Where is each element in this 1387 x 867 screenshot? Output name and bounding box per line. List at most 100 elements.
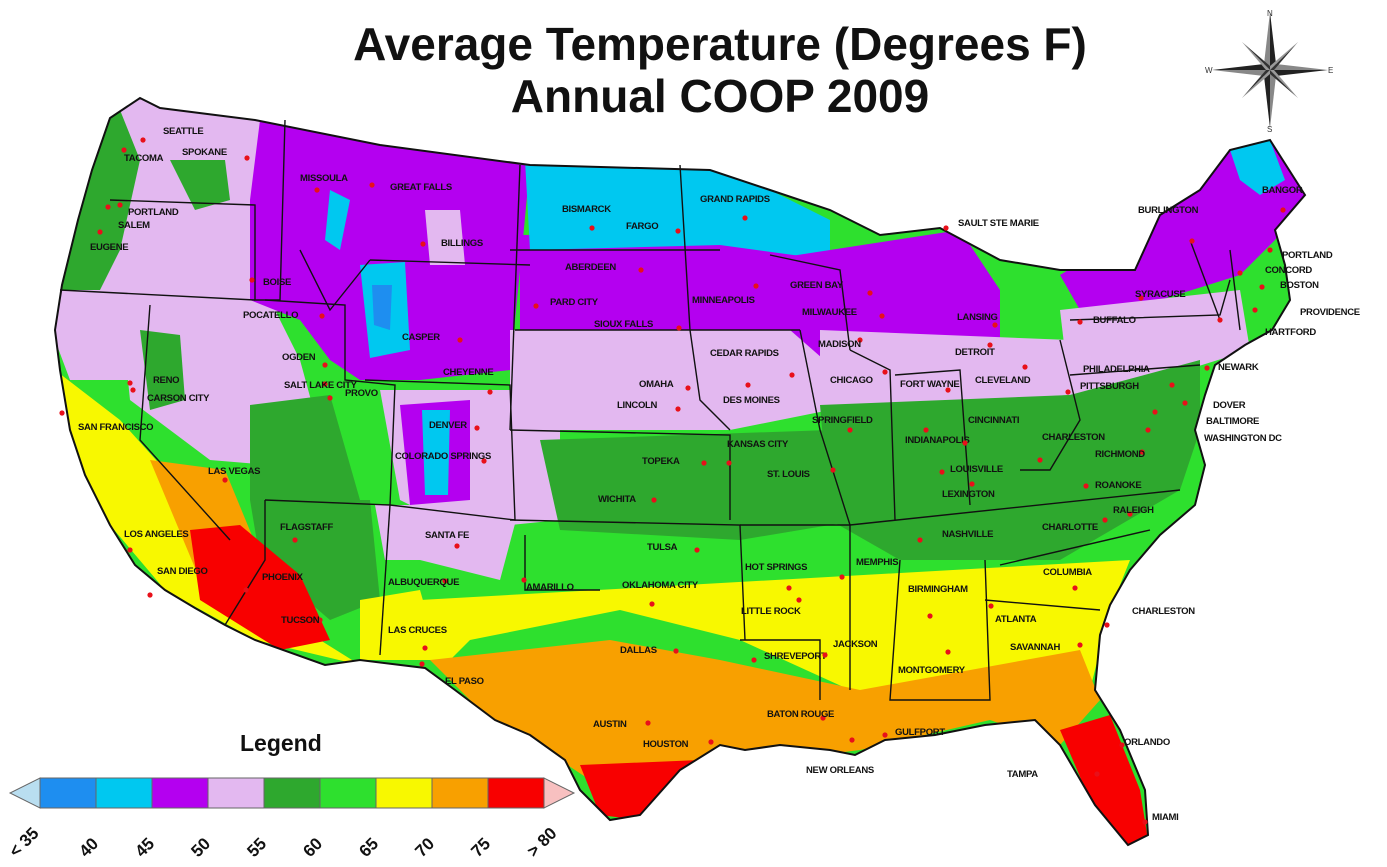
city-marker bbox=[1142, 819, 1148, 825]
city-label: FORT WAYNE bbox=[900, 379, 959, 390]
city-label: TULSA bbox=[647, 542, 678, 553]
city-label: FLAGSTAFF bbox=[280, 522, 334, 533]
city-marker bbox=[322, 362, 328, 368]
city-marker bbox=[1127, 511, 1133, 517]
city-label: ABERDEEN bbox=[565, 262, 616, 273]
city-marker bbox=[1152, 409, 1158, 415]
city-label: PHILADELPHIA bbox=[1083, 364, 1150, 375]
legend-tick-label: 65 bbox=[355, 834, 382, 861]
city-marker bbox=[708, 739, 714, 745]
legend-swatch bbox=[319, 777, 377, 809]
city-label: CHEYENNE bbox=[443, 367, 493, 378]
city-marker bbox=[457, 337, 463, 343]
city-marker bbox=[319, 313, 325, 319]
city-marker bbox=[1237, 270, 1243, 276]
city-label: PORTLAND bbox=[1282, 250, 1333, 261]
city-marker bbox=[1065, 389, 1071, 395]
city-label: RICHMOND bbox=[1095, 449, 1145, 460]
city-marker bbox=[927, 613, 933, 619]
city-marker bbox=[589, 225, 595, 231]
city-marker bbox=[1217, 317, 1223, 323]
city-label: GREEN BAY bbox=[790, 280, 844, 291]
city-marker bbox=[789, 372, 795, 378]
city-marker bbox=[745, 382, 751, 388]
city-marker bbox=[943, 225, 949, 231]
city-label: SANTA FE bbox=[425, 530, 469, 541]
city-marker bbox=[127, 547, 133, 553]
city-label: CARSON CITY bbox=[147, 393, 210, 404]
city-marker bbox=[992, 322, 998, 328]
city-label: LAS VEGAS bbox=[208, 466, 260, 477]
city-marker bbox=[121, 147, 127, 153]
city-marker bbox=[830, 467, 836, 473]
city-label: POCATELLO bbox=[243, 310, 298, 321]
legend-tick-label: 75 bbox=[467, 834, 494, 861]
city-marker bbox=[917, 537, 923, 543]
city-marker bbox=[314, 187, 320, 193]
city-marker bbox=[222, 477, 228, 483]
city-label: BIRMINGHAM bbox=[908, 584, 968, 595]
city-marker bbox=[59, 410, 65, 416]
city-label: LINCOLN bbox=[617, 400, 658, 411]
city-marker bbox=[1259, 284, 1265, 290]
city-marker bbox=[645, 720, 651, 726]
city-marker bbox=[685, 385, 691, 391]
city-label: COLUMBIA bbox=[1043, 567, 1092, 578]
legend-swatch bbox=[207, 777, 265, 809]
city-marker bbox=[1119, 742, 1125, 748]
city-label: BISMARCK bbox=[562, 204, 611, 215]
city-label: PITTSBURGH bbox=[1080, 381, 1139, 392]
city-label: GRAND RAPIDS bbox=[700, 194, 770, 205]
city-label: CHARLESTON bbox=[1132, 606, 1195, 617]
city-label: SAULT STE MARIE bbox=[958, 218, 1039, 229]
city-marker bbox=[1104, 622, 1110, 628]
city-label: CLEVELAND bbox=[975, 375, 1031, 386]
city-label: SAN FRANCISCO bbox=[78, 422, 153, 433]
city-label: JACKSON bbox=[833, 639, 878, 650]
city-marker bbox=[923, 427, 929, 433]
city-marker bbox=[945, 649, 951, 655]
city-marker bbox=[673, 648, 679, 654]
city-marker bbox=[849, 737, 855, 743]
compass-rose-icon: N S E W bbox=[1205, 9, 1333, 133]
city-marker bbox=[939, 469, 945, 475]
city-label: SALEM bbox=[118, 220, 150, 231]
city-marker bbox=[327, 395, 333, 401]
city-label: MEMPHIS bbox=[856, 557, 898, 568]
city-marker bbox=[487, 389, 493, 395]
city-marker bbox=[317, 617, 323, 623]
city-label: CASPER bbox=[402, 332, 440, 343]
city-marker bbox=[1072, 585, 1078, 591]
legend-arrow-high bbox=[543, 777, 576, 809]
city-marker bbox=[1139, 449, 1145, 455]
city-marker bbox=[726, 460, 732, 466]
legend-tick-label: < 35 bbox=[5, 824, 42, 861]
city-marker bbox=[454, 543, 460, 549]
city-label: LEXINGTON bbox=[942, 489, 995, 500]
city-label: SAVANNAH bbox=[1010, 642, 1060, 653]
city-label: MINNEAPOLIS bbox=[692, 295, 755, 306]
city-marker bbox=[130, 387, 136, 393]
city-marker bbox=[369, 182, 375, 188]
city-marker bbox=[988, 603, 994, 609]
city-label: ALBUQUERQUE bbox=[388, 577, 459, 588]
city-label: RALEIGH bbox=[1113, 505, 1154, 516]
city-label: PORTLAND bbox=[128, 207, 179, 218]
city-label: NEW ORLEANS bbox=[806, 765, 874, 776]
city-label: AMARILLO bbox=[526, 582, 574, 593]
city-label: BILLINGS bbox=[441, 238, 483, 249]
legend-tick-label: 60 bbox=[299, 834, 326, 861]
city-label: EL PASO bbox=[445, 676, 484, 687]
city-marker bbox=[1077, 319, 1083, 325]
city-marker bbox=[419, 661, 425, 667]
city-marker bbox=[822, 652, 828, 658]
city-marker bbox=[140, 137, 146, 143]
city-marker bbox=[675, 228, 681, 234]
city-label: HOT SPRINGS bbox=[745, 562, 807, 573]
city-marker bbox=[1077, 642, 1083, 648]
city-marker bbox=[1267, 247, 1273, 253]
city-marker bbox=[676, 325, 682, 331]
city-marker bbox=[879, 313, 885, 319]
city-label: RENO bbox=[153, 375, 179, 386]
